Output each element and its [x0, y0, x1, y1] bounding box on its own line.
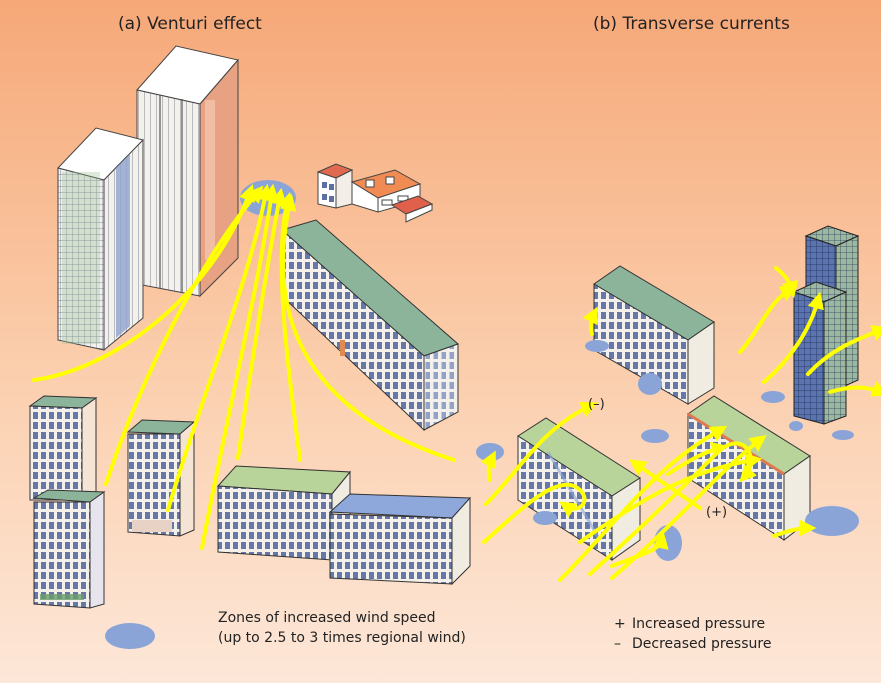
- panel-b-wind-arrows: [480, 266, 881, 582]
- legend-zone-line1: Zones of increased wind speed: [218, 610, 436, 626]
- wind-zone: [533, 511, 557, 525]
- minus-marker: (–): [588, 397, 605, 412]
- wind-zone: [761, 391, 785, 403]
- panel-b-title: (b) Transverse currents: [593, 14, 790, 34]
- small-houses: [316, 163, 434, 223]
- wind-zone: [805, 506, 859, 536]
- panel-a-wind-arrows: [32, 183, 456, 550]
- long-building: [280, 219, 459, 432]
- panel-a-title: (a) Venturi effect: [118, 14, 262, 34]
- building-b-back: [593, 265, 715, 405]
- building-front-right: [328, 493, 472, 586]
- tower-front: [57, 127, 144, 352]
- wind-zone: [654, 525, 682, 561]
- legend-minus-text: Decreased pressure: [632, 636, 772, 652]
- tower-back: [136, 45, 239, 298]
- legend-plus-symbol: +: [614, 616, 626, 632]
- building-left-upper: [28, 395, 98, 501]
- wind-zone: [638, 373, 662, 395]
- legend-zone-line2: (up to 2.5 to 3 times regional wind): [218, 630, 466, 646]
- building-mid-left: [126, 419, 196, 537]
- legend-minus-symbol: –: [614, 636, 621, 652]
- plus-marker: (+): [706, 505, 728, 520]
- legend-zone-swatch: [105, 623, 155, 649]
- legend-plus-text: Increased pressure: [632, 616, 766, 632]
- wind-zone: [641, 429, 669, 443]
- wind-zone: [789, 421, 803, 431]
- panel-a-buildings: [28, 45, 472, 609]
- wind-zone: [832, 430, 854, 440]
- building-left-lower: [32, 489, 106, 609]
- building-b-tower-front: [792, 281, 848, 425]
- wind-zone: [585, 340, 609, 352]
